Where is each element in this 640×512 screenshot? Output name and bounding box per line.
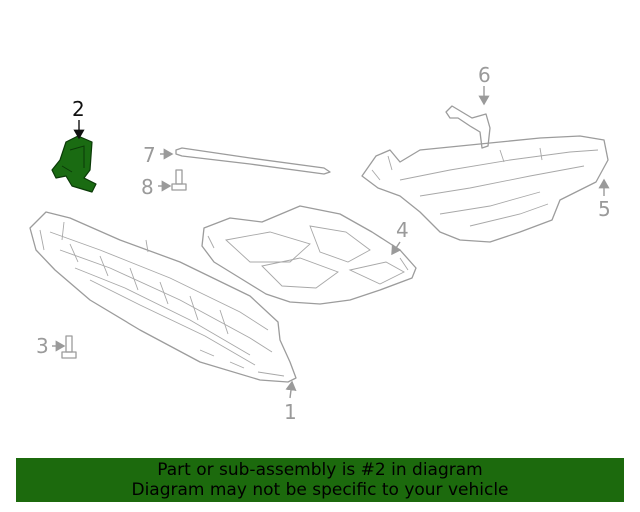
- banner-line-2: Diagram may not be specific to your vehi…: [131, 480, 509, 500]
- part-3-clip: [61, 335, 77, 359]
- part-5-rear-cover: [361, 135, 609, 243]
- info-banner: Part or sub-assembly is #2 in diagram Di…: [16, 458, 624, 502]
- callout-4: 4: [396, 218, 409, 242]
- banner-line-1: Part or sub-assembly is #2 in diagram: [157, 460, 483, 480]
- parts-diagram: 1 2 3 4 5 6 7 8: [29, 63, 611, 424]
- callout-2: 2: [72, 97, 85, 121]
- part-6-bracket: [445, 105, 491, 149]
- part-1-front-cover: [29, 211, 297, 383]
- part-4-center-cover: [201, 205, 417, 305]
- callout-6: 6: [478, 63, 491, 87]
- callout-8: 8: [141, 175, 154, 199]
- part-7-rod: [175, 147, 331, 175]
- part-2-highlighted-bracket: [51, 135, 97, 193]
- part-8-bolt: [171, 169, 187, 191]
- callout-7: 7: [143, 143, 156, 167]
- leader-lines: [52, 86, 610, 399]
- callout-1: 1: [284, 400, 297, 424]
- callout-5: 5: [598, 197, 611, 221]
- callout-3: 3: [36, 334, 49, 358]
